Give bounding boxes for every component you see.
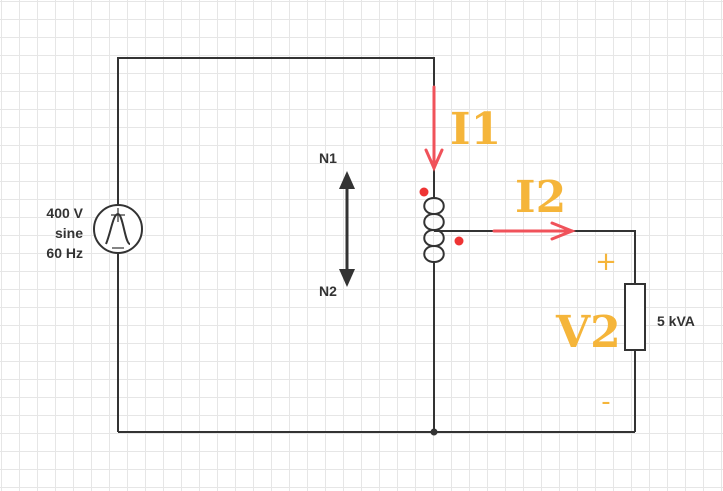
n1-label: N1 [319,150,337,166]
source-voltage-label: 400 V [46,205,83,221]
source-wave-label: sine [55,225,83,241]
load-resistor [624,283,646,351]
turns-double-arrow [339,171,355,287]
current-arrow-i2 [492,221,577,241]
v2-label: V2 [555,307,621,358]
polarity-dot-secondary [454,236,464,246]
v2-minus-sign: - [601,387,610,417]
load-rating-label: 5 kVA [657,313,695,329]
current-arrow-i1 [424,85,444,172]
i1-label: I1 [450,104,501,155]
source-frequency-label: 60 Hz [46,245,83,261]
v2-plus-sign: + [595,247,617,277]
i2-label: I2 [515,172,566,223]
autotransformer-coil [423,196,445,264]
circuit-wires [117,57,636,433]
ac-source-symbol [93,204,143,254]
junction-dot [430,428,438,436]
polarity-dot-primary [419,187,429,197]
n2-label: N2 [319,283,337,299]
wire-top-left [117,57,435,205]
